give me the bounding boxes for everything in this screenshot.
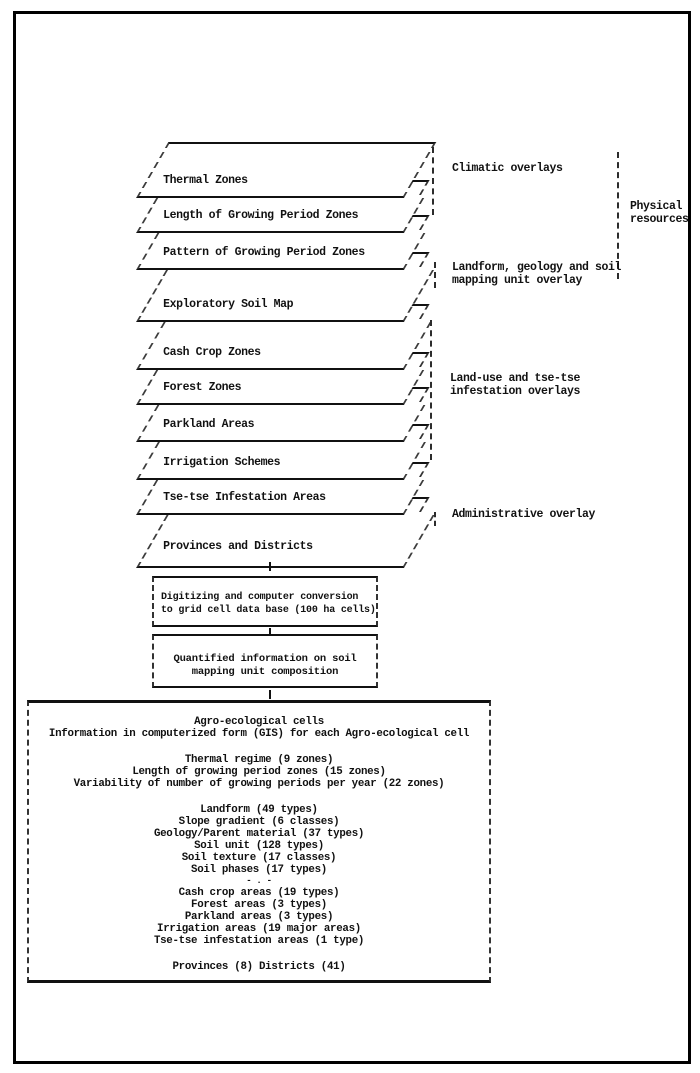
sheet-label: Provinces and Districts	[163, 540, 313, 553]
overlay-sheet-exploratory-soil-map: Exploratory Soil Map	[136, 270, 435, 322]
result-line: Information in computerized form (GIS) f…	[48, 728, 470, 740]
result-administrative-group: Provinces (8) Districts (41)	[29, 961, 489, 973]
sheet-label: Forest Zones	[163, 381, 242, 394]
process-box-line: Quantified information on soil	[173, 653, 357, 665]
result-line: Soil phases (17 types)	[191, 864, 327, 876]
result-line: Geology/Parent material (37 types)	[153, 828, 365, 840]
overlay-sheet-parkland-areas: Parkland Areas	[136, 405, 426, 442]
sheet-label: Length of Growing Period Zones	[163, 209, 359, 222]
overlay-sheet-provinces-and-districts: Provinces and Districts	[136, 515, 435, 568]
result-line: Slope gradient (6 classes)	[178, 816, 340, 828]
sheet-label: Parkland Areas	[163, 418, 255, 431]
annotation-climatic-overlays: Climatic overlays	[452, 162, 563, 175]
annotation-landform-overlay: Landform, geology and soil mapping unit …	[452, 261, 621, 287]
annotation-line: Physical	[630, 200, 683, 213]
overlay-sheet-length-of-growing-period-zones: Length of Growing Period Zones	[136, 198, 425, 233]
overlay-sheet-tse-tse-infestation-areas: Tse-tse Infestation Areas	[136, 480, 425, 515]
sheet-label: Tse-tse Infestation Areas	[163, 491, 326, 504]
bracket-physical-resources	[617, 152, 619, 279]
result-line: Soil texture (17 classes)	[181, 852, 337, 864]
result-line: Soil unit (128 types)	[194, 840, 324, 852]
connector-tick	[269, 562, 271, 571]
process-box-line: mapping unit composition	[191, 665, 339, 678]
overlay-sheet-irrigation-schemes: Irrigation Schemes	[136, 442, 426, 480]
result-terrain-group: Landform (49 types) Slope gradient (6 cl…	[29, 804, 489, 876]
result-line: Tse-tse infestation areas (1 type)	[153, 935, 365, 947]
annotation-line: Landform, geology and soil	[452, 261, 622, 274]
overlay-sheet-thermal-zones: Thermal Zones	[136, 142, 437, 198]
process-box-line: to grid cell data base (100 ha cells)	[161, 604, 376, 616]
result-box-agro-ecological-cells: Agro-ecological cells Information in com…	[27, 700, 491, 983]
connector-tick	[269, 690, 271, 699]
result-line: Parkland areas (3 types)	[184, 911, 334, 923]
sheet-label: Pattern of Growing Period Zones	[163, 246, 365, 259]
annotation-administrative-overlay: Administrative overlay	[452, 508, 596, 521]
overlay-sheet-forest-zones: Forest Zones	[136, 370, 425, 405]
connector-tick	[269, 628, 271, 636]
result-line: Landform (49 types)	[200, 804, 318, 816]
result-header: Agro-ecological cells Information in com…	[29, 716, 489, 740]
result-line: Forest areas (3 types)	[191, 899, 327, 911]
overlay-sheet-pattern-of-growing-period-zones: Pattern of Growing Period Zones	[136, 233, 426, 270]
annotation-physical-resources: Physical resources	[630, 200, 689, 226]
bracket-landform-overlay	[434, 262, 436, 288]
bracket-administrative-overlay	[434, 512, 436, 526]
process-box-line: Digitizing and computer conversion	[161, 592, 359, 603]
sheet-label: Cash Crop Zones	[163, 346, 261, 359]
result-line: Agro-ecological cells	[194, 716, 324, 728]
result-climate-group: Thermal regime (9 zones) Length of growi…	[29, 754, 489, 790]
process-box-quantified-info: Quantified information on soil mapping u…	[152, 634, 378, 688]
annotation-line: infestation overlays	[450, 385, 581, 398]
annotation-landuse-overlays: Land-use and tse-tse infestation overlay…	[450, 372, 580, 398]
bracket-landuse-overlays	[430, 320, 432, 460]
annotation-line: Land-use and tse-tse	[450, 372, 581, 385]
bracket-climatic-overlays	[432, 147, 434, 215]
result-line: Thermal regime (9 zones)	[184, 754, 334, 766]
overlay-sheet-cash-crop-zones: Cash Crop Zones	[136, 322, 432, 370]
result-divider: - . -	[246, 876, 272, 886]
result-line: Variability of number of growing periods…	[73, 778, 445, 790]
annotation-line: mapping unit overlay	[452, 274, 583, 287]
result-line: Irrigation areas (19 major areas)	[157, 923, 361, 935]
result-landuse-group: Cash crop areas (19 types) Forest areas …	[29, 887, 489, 947]
process-box-digitizing: Digitizing and computer conversion to gr…	[152, 576, 378, 627]
sheet-label: Exploratory Soil Map	[163, 298, 294, 311]
result-line: Provinces (8) Districts (41)	[172, 961, 346, 973]
sheet-label: Thermal Zones	[163, 174, 248, 187]
page-border	[13, 11, 691, 1064]
sheet-label: Irrigation Schemes	[163, 456, 281, 469]
result-line: Length of growing period zones (15 zones…	[132, 766, 386, 778]
annotation-line: resources	[630, 213, 689, 226]
result-line: Cash crop areas (19 types)	[178, 887, 340, 899]
